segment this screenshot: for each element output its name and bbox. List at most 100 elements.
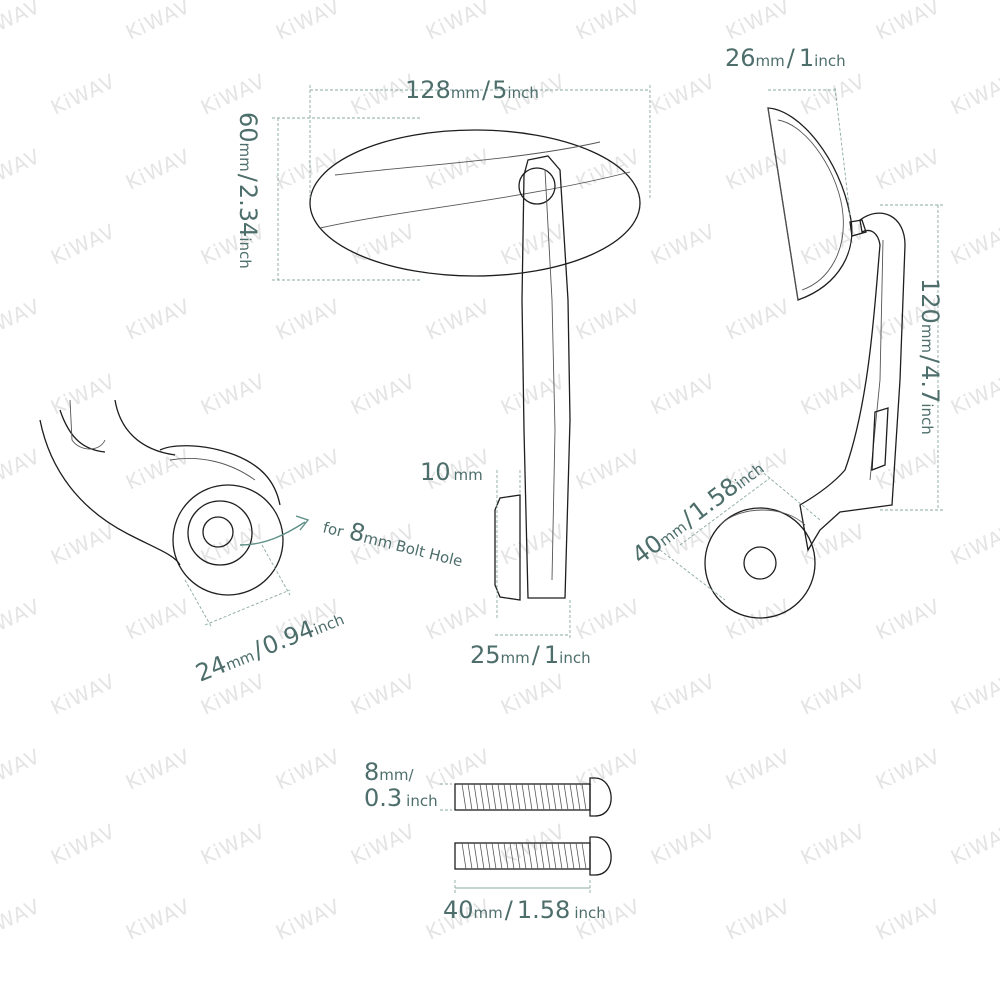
svg-text:120mm/4.7inch: 120mm/4.7inch [916,278,944,435]
watermark-text: KiWAV [422,594,494,645]
depth-inch-value: 1 [799,44,814,72]
watermark-text: KiWAV [122,0,194,45]
bolt-hole [202,516,234,548]
watermark-text: KiWAV [0,444,44,495]
dimension-height: 60mm/2.34inch [234,112,420,281]
watermark-text: KiWAV [47,69,119,120]
front-view-mirror [309,129,641,601]
watermark-text: KiWAV [872,594,944,645]
watermark-text: KiWAV [347,219,419,270]
depth-inch-unit: inch [814,52,845,70]
bolt-length-inch-unit: inch [574,904,605,922]
mirror-arm-front [521,155,571,599]
watermark-text: KiWAV [122,594,194,645]
watermark-text: KiWAV [197,819,269,870]
svg-text:60mm/2.34inch: 60mm/2.34inch [234,112,262,269]
watermark-text: KiWAV [0,144,44,195]
watermark-text: KiWAV [572,294,644,345]
watermark-text: KiWAV [47,369,119,420]
watermark-text: KiWAV [572,144,644,195]
dimension-arm-length: 120mm/4.7inch [880,204,945,511]
watermark-text: KiWAV [347,669,419,720]
watermark-text: KiWAV [497,519,569,570]
bolt-length-sep: / [505,896,514,924]
watermark-text: KiWAV [797,219,869,270]
bolt-diameter-inch-unit: inch [406,792,437,810]
height-mm-unit: mm [236,143,254,172]
watermark-text: KiWAV [572,0,644,45]
watermark-text: KiWAV [947,669,1000,720]
dimension-plug-diameter: 25mm/1inch [470,600,591,669]
watermark-text: KiWAV [422,744,494,795]
watermark-text: KiWAV [422,0,494,45]
watermark-text: KiWAV [272,144,344,195]
watermark-text: KiWAV [947,369,1000,420]
watermark-text: KiWAV [947,819,1000,870]
bolt-diameter-mm-unit: mm [379,766,408,784]
watermark-text: KiWAV [0,744,44,795]
clamp-mm-value: 24 [192,650,231,687]
clamp-inch-value: 0.94 [258,615,318,661]
watermark-text: KiWAV [47,669,119,720]
depth-mm-unit: mm [756,52,785,70]
watermark-text: KiWAV [272,0,344,45]
width-inch-value: 5 [492,76,507,104]
svg-text:40mm/1.58inch: 40mm/1.58inch [443,896,606,924]
watermark-text: KiWAV [572,444,644,495]
bar-end-side [704,507,816,619]
bolt-diameter-mm-value: 8 [364,758,379,786]
clamp-mm-unit: mm [223,647,257,675]
bolt-note-suffix: Bolt Hole [394,537,464,571]
watermark-text: KiWAV [122,744,194,795]
height-sep: / [234,174,262,183]
bolt-note-value: 8 [346,517,368,548]
plug-diameter-sep: / [532,641,541,669]
watermark-text: KiWAV [122,894,194,945]
watermark-text: KiWAV [497,219,569,270]
watermark-text: KiWAV [422,144,494,195]
watermark-text: KiWAV [797,669,869,720]
watermark-text: KiWAV [122,294,194,345]
plug-diameter-mm-unit: mm [501,649,530,667]
dimension-mount-width: 40mm/1.58inch [627,459,821,601]
height-inch-value: 2.34 [234,184,262,237]
plug-diameter-inch-unit: inch [559,649,590,667]
watermark-text: KiWAV [872,894,944,945]
watermark-text: KiWAV [347,819,419,870]
watermark-text: KiWAV [0,894,44,945]
watermark-text: KiWAV [947,219,1000,270]
watermark-text: KiWAV [647,819,719,870]
width-mm-value: 128 [405,76,451,104]
watermark-text: KiWAV [647,669,719,720]
watermark-text: KiWAV [122,144,194,195]
svg-text:26mm/1inch: 26mm/1inch [725,44,846,72]
watermark-text: KiWAV [272,444,344,495]
height-mm-value: 60 [234,112,262,143]
watermark-text: KiWAV [497,669,569,720]
watermark-text: KiWAV [647,69,719,120]
watermark-text: KiWAV [947,519,1000,570]
watermark-text: KiWAV [272,894,344,945]
watermark-text: KiWAV [47,819,119,870]
bar-end-plug-front [494,494,521,601]
watermark-text: KiWAV [797,519,869,570]
watermark-text: KiWAV [497,369,569,420]
watermark-text: KiWAV [647,369,719,420]
watermark-text: KiWAV [47,519,119,570]
bolt-bottom [454,836,612,876]
bolt-length-mm-unit: mm [474,904,503,922]
watermark-text: KiWAV [272,744,344,795]
watermark-text: KiWAV [722,744,794,795]
watermark-text: KiWAV [197,369,269,420]
width-mm-unit: mm [451,84,480,102]
watermark-text: KiWAV [347,369,419,420]
handlebar-clamp-body [39,419,181,566]
watermark-text: KiWAV [872,144,944,195]
arm-length-mm-unit: mm [918,324,936,353]
watermark-text: KiWAV [0,594,44,645]
